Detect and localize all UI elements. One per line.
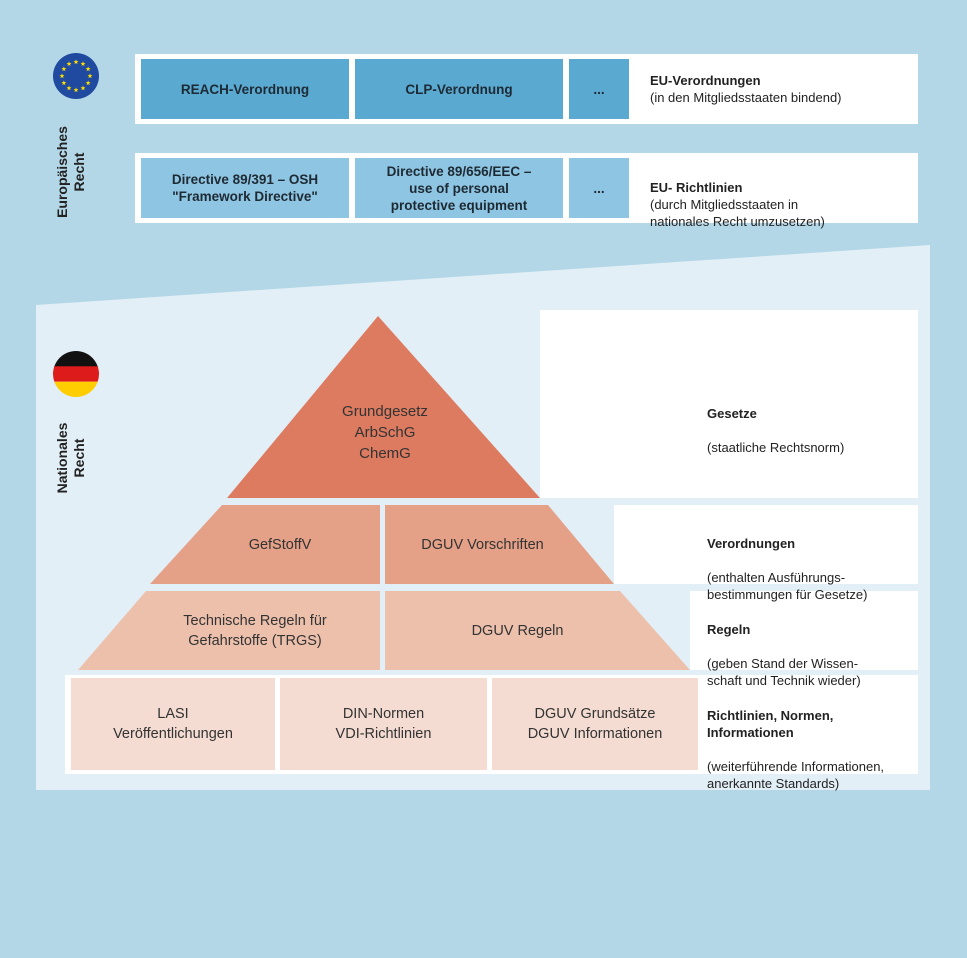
pyramid-cell-gefstoffv bbox=[150, 505, 380, 584]
eu-regulations-title: EU-Verordnungen bbox=[650, 73, 761, 88]
lasi-text: LASI Veröffentlichungen bbox=[113, 706, 233, 742]
level-2-description: Verordnungen (enthalten Ausführungs- bes… bbox=[707, 518, 917, 620]
eu-star bbox=[80, 61, 86, 66]
eu-star bbox=[87, 73, 93, 79]
more-directives-box: ... bbox=[569, 158, 629, 218]
level-3-desc: (geben Stand der Wissen- schaft und Tech… bbox=[707, 656, 861, 688]
eu-star bbox=[73, 59, 79, 65]
ppe-directive-box: Directive 89/656/EEC – use of personal p… bbox=[355, 158, 563, 218]
level-2-desc: (enthalten Ausführungs- bestimmungen für… bbox=[707, 570, 868, 602]
din-vdi-text: DIN-Normen VDI-Richtlinien bbox=[335, 706, 432, 742]
level-4-description: Richtlinien, Normen, Informationen (weit… bbox=[707, 690, 917, 809]
pyramid-cell-dguv-vorschriften bbox=[385, 505, 614, 584]
dguv-grundsaetze-text: DGUV Grundsätze DGUV Informationen bbox=[527, 706, 663, 742]
eu-directives-title: EU- Richtlinien bbox=[650, 180, 743, 195]
clp-regulation-box: CLP-Verordnung bbox=[355, 59, 563, 119]
eu-flag-icon bbox=[53, 53, 99, 99]
level-1-strip bbox=[540, 310, 918, 498]
eu-directives-description: EU- Richtlinien (durch Mitgliedsstaaten i… bbox=[650, 162, 910, 247]
eu-directives-subtitle: (durch Mitgliedsstaaten in nationales Re… bbox=[650, 197, 825, 229]
osh-framework-directive-box: Directive 89/391 – OSH "Framework Direct… bbox=[141, 158, 349, 218]
more-regulations-box: ... bbox=[569, 59, 629, 119]
level-4-title: Richtlinien, Normen, Informationen bbox=[707, 708, 834, 740]
eu-star bbox=[59, 73, 65, 79]
level-1-description: Gesetze (staatliche Rechtsnorm) bbox=[707, 388, 917, 473]
level-3-description: Regeln (geben Stand der Wissen- schaft u… bbox=[707, 604, 917, 706]
eu-star bbox=[61, 66, 67, 72]
dguv-vorschriften-text: DGUV Vorschriften bbox=[421, 536, 544, 553]
level-3-strip bbox=[690, 591, 918, 670]
eu-star bbox=[73, 87, 79, 93]
level-3-title: Regeln bbox=[707, 622, 751, 637]
reach-regulation-box: REACH-Verordnung bbox=[141, 59, 349, 119]
laws-cell-text: Grundgesetz ArbSchG ChemG bbox=[342, 403, 428, 462]
level-2-title: Verordnungen bbox=[707, 536, 796, 551]
eu-star bbox=[80, 85, 86, 91]
eu-star bbox=[85, 66, 91, 72]
pyramid-top-laws bbox=[227, 316, 540, 498]
level-4-desc: (weiterführende Informationen, anerkannt… bbox=[707, 759, 885, 791]
level-1-title: Gesetze bbox=[707, 406, 757, 421]
base-cell-dguv bbox=[492, 678, 698, 770]
pyramid-cell-trgs bbox=[78, 591, 380, 670]
eu-regulations-description: EU-Verordnungen (in den Mitgliedsstaaten… bbox=[650, 72, 910, 106]
eu-star bbox=[66, 85, 72, 91]
pyramid-cell-dguv-regeln bbox=[385, 591, 690, 670]
eu-regulations-subtitle: (in den Mitgliedsstaaten bindend) bbox=[650, 90, 842, 105]
level-2-strip bbox=[614, 505, 918, 584]
trgs-text: Technische Regeln für Gefahrstoffe (TRGS… bbox=[183, 612, 327, 649]
gefstoffv-text: GefStoffV bbox=[248, 536, 312, 553]
eu-star bbox=[85, 80, 91, 86]
base-cell-lasi bbox=[71, 678, 275, 770]
germany-flag-icon bbox=[53, 351, 99, 397]
dguv-regeln-text: DGUV Regeln bbox=[471, 622, 564, 639]
eu-star bbox=[61, 80, 67, 86]
eu-star bbox=[66, 61, 72, 66]
base-cell-din bbox=[280, 678, 487, 770]
level-1-desc: (staatliche Rechtsnorm) bbox=[707, 440, 845, 455]
